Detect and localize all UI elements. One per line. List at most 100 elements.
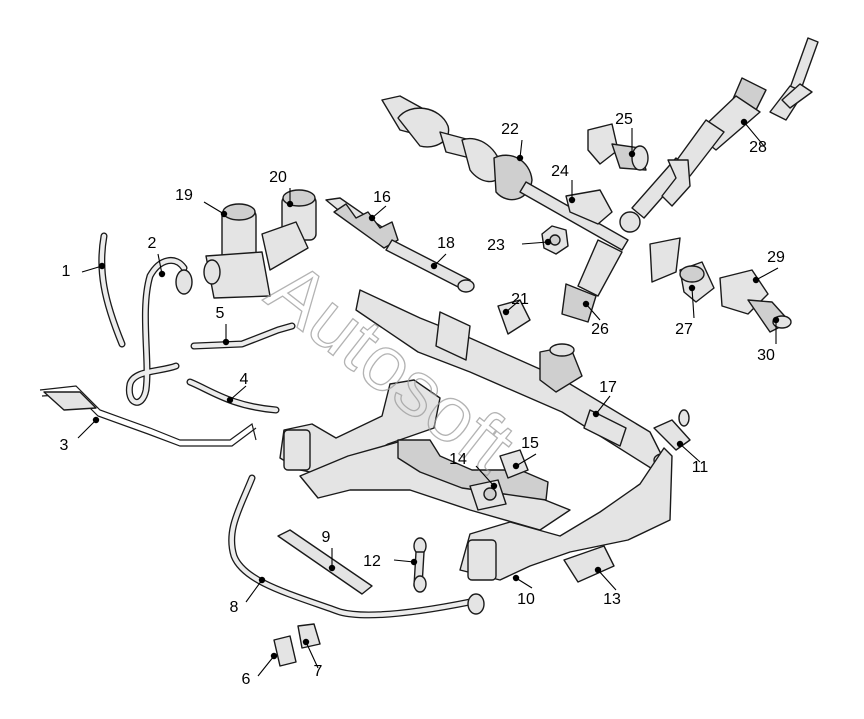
callout-11: 11 bbox=[676, 440, 708, 476]
callout-number: 9 bbox=[322, 529, 331, 546]
callout-8: 8 bbox=[230, 576, 266, 616]
callout-dot bbox=[490, 482, 498, 490]
callout-leader-line bbox=[755, 267, 779, 281]
rack-bushing-left bbox=[469, 479, 507, 511]
callout-dot bbox=[158, 270, 166, 278]
callout-dot bbox=[220, 210, 228, 218]
callout-leader-line bbox=[691, 287, 695, 319]
callout-leader-line bbox=[229, 385, 247, 401]
callout-19: 19 bbox=[175, 187, 228, 218]
callout-23: 23 bbox=[487, 237, 552, 254]
mounting-clamp bbox=[497, 299, 531, 335]
callout-leader-line bbox=[585, 303, 601, 321]
callout-dot bbox=[286, 200, 294, 208]
callout-20: 20 bbox=[269, 169, 294, 208]
callout-25: 25 bbox=[615, 111, 636, 158]
bracket bbox=[565, 189, 613, 225]
callout-dot bbox=[430, 262, 438, 270]
drive-shaft bbox=[381, 95, 629, 251]
callout-dot bbox=[516, 154, 524, 162]
callout-30: 30 bbox=[757, 316, 780, 364]
callout-number: 24 bbox=[551, 163, 569, 180]
callout-1: 1 bbox=[62, 262, 106, 280]
callout-leader-line bbox=[679, 443, 701, 463]
callout-leader-line bbox=[475, 465, 495, 487]
callout-number: 19 bbox=[175, 187, 193, 204]
callout-dot bbox=[594, 566, 602, 574]
callout-leader-line bbox=[77, 419, 97, 439]
callout-dot bbox=[512, 574, 520, 582]
callout-28: 28 bbox=[740, 118, 767, 156]
callout-number: 4 bbox=[240, 371, 249, 388]
callout-leader-line bbox=[393, 559, 415, 563]
callout-number: 2 bbox=[148, 235, 157, 252]
pressure-hose bbox=[125, 257, 193, 406]
u-joint-small bbox=[587, 123, 649, 171]
power-steering-pump bbox=[203, 203, 271, 299]
callout-number: 10 bbox=[517, 591, 535, 608]
return-hose bbox=[98, 232, 126, 348]
callout-dot bbox=[302, 638, 310, 646]
callout-dot bbox=[544, 238, 552, 246]
callout-number: 22 bbox=[501, 121, 519, 138]
callout-2: 2 bbox=[148, 235, 166, 278]
callout-number: 6 bbox=[242, 671, 251, 688]
stabilizer-bracket bbox=[273, 635, 297, 667]
callout-leader-line bbox=[515, 453, 537, 467]
callout-12: 12 bbox=[363, 553, 418, 570]
callout-number: 29 bbox=[767, 249, 785, 266]
callout-dot bbox=[582, 300, 590, 308]
callout-dot bbox=[512, 462, 520, 470]
callout-number: 18 bbox=[437, 235, 455, 252]
callout-dot bbox=[752, 276, 760, 284]
callout-9: 9 bbox=[322, 529, 336, 572]
callout-leader-line bbox=[203, 201, 225, 215]
callout-10: 10 bbox=[512, 574, 535, 608]
callout-leader-line bbox=[305, 641, 319, 669]
callout-number: 1 bbox=[62, 263, 71, 280]
callout-number: 3 bbox=[60, 437, 69, 454]
intermediate-shaft bbox=[561, 237, 681, 323]
callout-dot bbox=[270, 652, 278, 660]
callout-22: 22 bbox=[501, 121, 524, 162]
callout-4: 4 bbox=[226, 371, 249, 404]
subframe bbox=[279, 379, 673, 581]
callout-dot bbox=[772, 316, 780, 324]
shield-plate bbox=[563, 545, 615, 583]
supply-hose bbox=[186, 378, 280, 414]
callout-number: 21 bbox=[511, 291, 529, 308]
callout-dot bbox=[258, 576, 266, 584]
callout-5: 5 bbox=[216, 305, 230, 346]
cooler-pipe bbox=[39, 385, 257, 447]
callout-leader-line bbox=[257, 655, 275, 677]
stabilizer-bar bbox=[228, 474, 485, 619]
callout-3: 3 bbox=[60, 416, 100, 454]
callout-number: 7 bbox=[314, 663, 323, 680]
callout-number: 25 bbox=[615, 111, 633, 128]
callout-dot bbox=[688, 284, 696, 292]
small-hose bbox=[190, 322, 296, 350]
callout-number: 5 bbox=[216, 305, 225, 322]
callout-number: 12 bbox=[363, 553, 381, 570]
callout-6: 6 bbox=[242, 652, 278, 688]
callout-number: 26 bbox=[591, 321, 609, 338]
callout-21: 21 bbox=[502, 291, 529, 316]
callout-leader-line bbox=[597, 569, 617, 591]
callout-dot bbox=[328, 564, 336, 572]
steering-rack bbox=[355, 289, 671, 471]
callout-dot bbox=[628, 150, 636, 158]
callout-26: 26 bbox=[582, 300, 609, 338]
callout-number: 23 bbox=[487, 237, 505, 254]
callout-7: 7 bbox=[302, 638, 323, 680]
callout-dot bbox=[368, 214, 376, 222]
stabilizer-bushing bbox=[297, 623, 321, 649]
callout-dot bbox=[226, 396, 234, 404]
callout-number: 17 bbox=[599, 379, 617, 396]
link-bar bbox=[277, 529, 373, 595]
callout-leader-line bbox=[595, 395, 611, 415]
callout-14: 14 bbox=[449, 451, 498, 490]
callout-number: 16 bbox=[373, 189, 391, 206]
callout-number: 30 bbox=[757, 347, 775, 364]
steering-boot bbox=[679, 261, 715, 303]
